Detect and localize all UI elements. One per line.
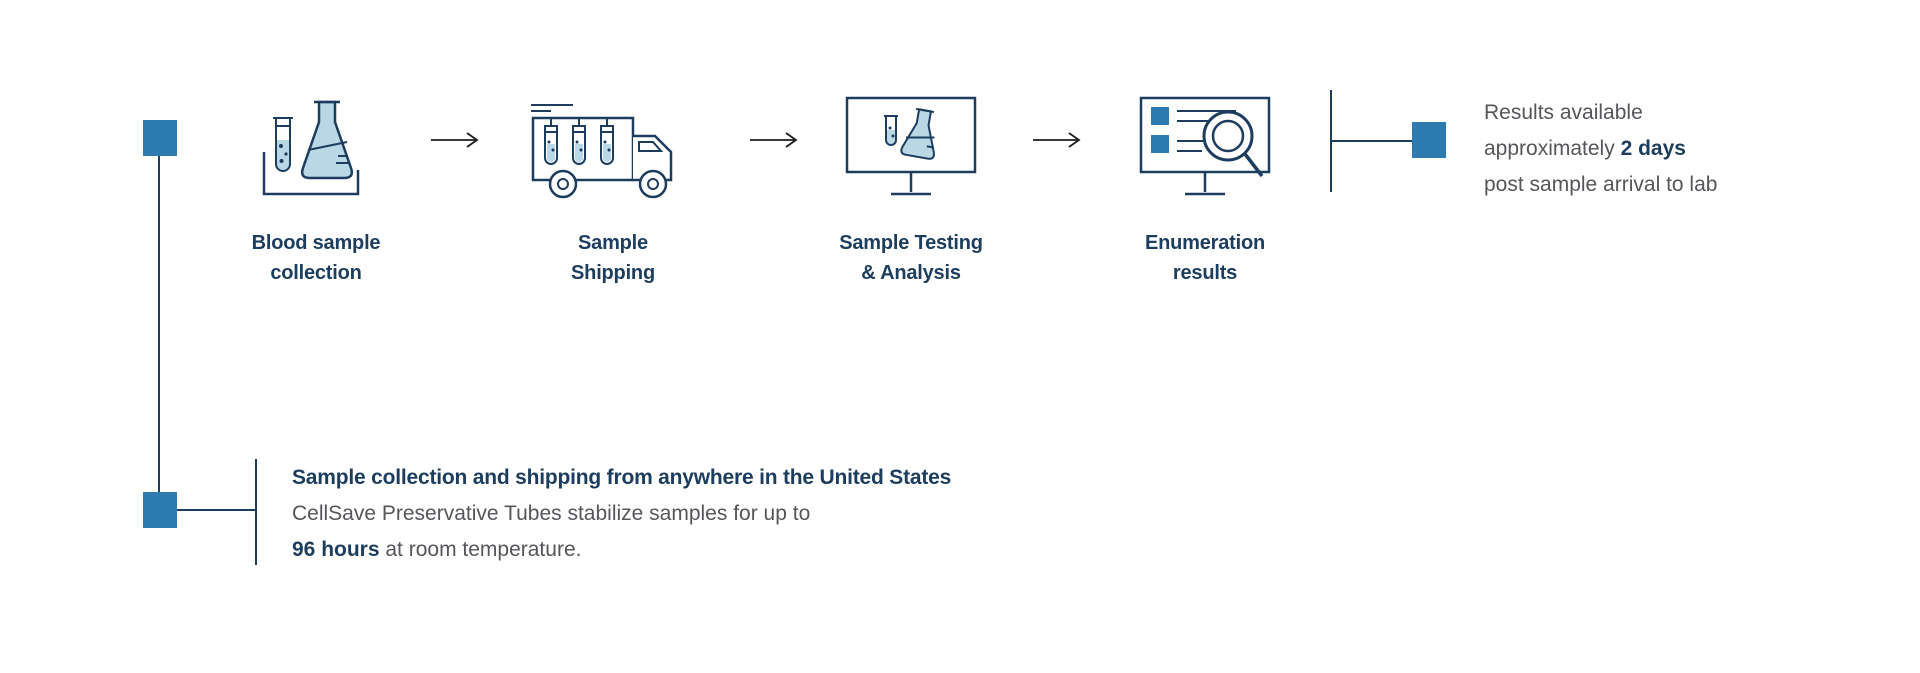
step-label-line1: Sample Testing xyxy=(839,232,983,254)
bottom-note-vertical-bar xyxy=(255,459,257,565)
step-sample-testing-analysis: Sample Testing & Analysis xyxy=(791,86,1031,288)
step-label-line2: & Analysis xyxy=(861,262,961,284)
step-icon-box xyxy=(842,86,980,212)
left-connector-square-top xyxy=(143,120,177,156)
shipping-note: Sample collection and shipping from anyw… xyxy=(292,460,951,568)
step-blood-sample-collection: Blood sample collection xyxy=(196,86,436,288)
step-label-line2: collection xyxy=(270,262,362,284)
left-connector-square-bottom xyxy=(143,492,177,528)
step-label-line1: Sample xyxy=(578,232,648,254)
results-note-line1: Results available xyxy=(1484,101,1643,124)
shipping-note-line2: CellSave Preservative Tubes stabilize sa… xyxy=(292,502,811,525)
shipping-truck-icon xyxy=(531,104,673,199)
step-label-line1: Enumeration xyxy=(1144,232,1266,254)
results-note-line2: approximately 2 days xyxy=(1484,131,1717,167)
shipping-note-line3: 96 hours at room temperature. xyxy=(292,532,951,568)
flask-and-test-tube-icon xyxy=(262,100,360,196)
monitor-flask-icon xyxy=(845,96,977,196)
shipping-note-line3-bold: 96 hours xyxy=(292,538,380,561)
step-icon-box xyxy=(527,86,699,212)
step-icon-box xyxy=(252,86,380,212)
left-connector-vertical-line xyxy=(158,138,160,510)
step-label: Sample Testing & Analysis xyxy=(839,228,983,288)
results-note-line2-regular: approximately xyxy=(1484,137,1621,160)
results-note-square xyxy=(1412,122,1446,158)
arrow-right-icon xyxy=(431,132,479,148)
step-label-line1: Blood sample xyxy=(251,232,381,254)
arrow-right-icon xyxy=(750,132,798,148)
step-label-line2: Shipping xyxy=(571,262,655,284)
shipping-note-title: Sample collection and shipping from anyw… xyxy=(292,466,952,489)
step-enumeration-results: Enumeration results xyxy=(1085,86,1325,288)
step-label: Enumeration results xyxy=(1145,228,1265,288)
arrow-right-icon xyxy=(1033,132,1081,148)
step-label: Sample Shipping xyxy=(571,228,655,288)
step-sample-shipping: Sample Shipping xyxy=(493,86,733,288)
results-note-vertical-bar xyxy=(1330,90,1332,192)
step-label: Blood sample collection xyxy=(252,228,381,288)
bottom-note-horizontal-line xyxy=(177,509,255,511)
results-note-horizontal-line xyxy=(1332,140,1412,142)
monitor-magnifier-icon xyxy=(1139,96,1271,196)
results-note-line3: post sample arrival to lab xyxy=(1484,173,1718,196)
shipping-note-line3-regular: at room temperature. xyxy=(379,538,582,561)
step-icon-box xyxy=(1136,86,1274,212)
step-label-line2: results xyxy=(1172,262,1238,284)
results-note: Results available approximately 2 days p… xyxy=(1484,95,1717,203)
results-note-line2-bold: 2 days xyxy=(1620,137,1686,160)
